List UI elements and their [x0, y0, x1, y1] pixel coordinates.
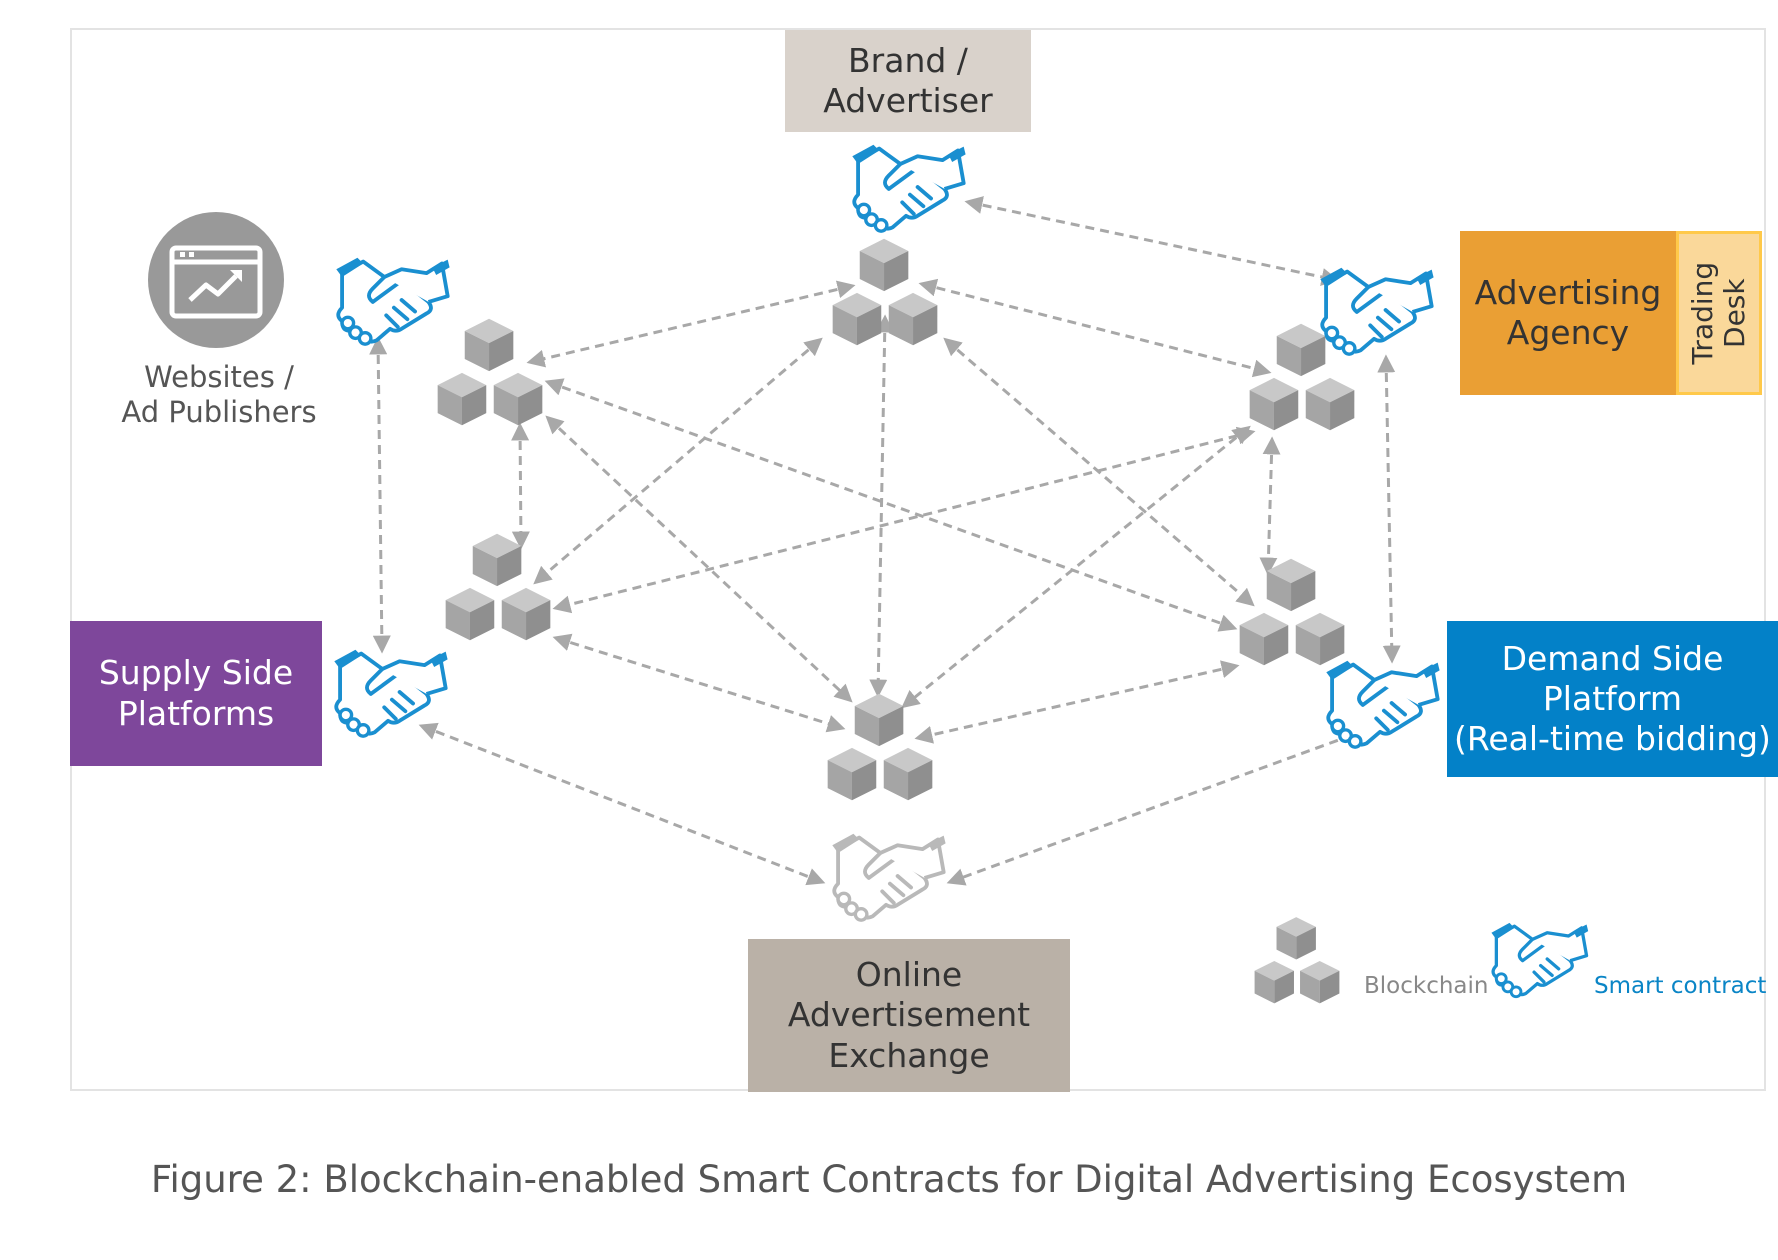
dsp-smart-contract-handshake-icon — [1324, 658, 1442, 750]
demand-side-platform-node: Demand Side Platform (Real-time bidding) — [1447, 621, 1778, 777]
connector-arrow-14 — [914, 660, 1240, 744]
legend-blockchain-label: Blockchain — [1364, 973, 1489, 999]
ad-exchange-node: Online Advertisement Exchange — [748, 939, 1070, 1092]
legend-smart-contract-label: Smart contract — [1594, 973, 1767, 999]
connector-arrow-15 — [369, 336, 391, 654]
trading-desk-node: Trading Desk — [1676, 231, 1762, 395]
agency-label: Advertising Agency — [1474, 272, 1662, 352]
connector-arrow-4 — [869, 314, 894, 698]
publisher-smart-contract-handshake-icon — [334, 255, 452, 347]
connector-arrow-1 — [964, 196, 1340, 286]
supply-side-platforms-node: Supply Side Platforms — [70, 621, 322, 766]
connector-arrow-12 — [1259, 436, 1281, 576]
website-chart-icon — [148, 212, 284, 348]
agency-smart-contract-handshake-icon — [1318, 265, 1436, 357]
legend-handshake-icon — [1489, 921, 1590, 999]
connector-arrow-8 — [545, 415, 853, 703]
blockchain-icon-tl — [438, 319, 543, 425]
publishers-label: Websites / Ad Publishers — [121, 360, 317, 430]
connector-arrow-3 — [918, 278, 1272, 378]
brand-label: Brand / Advertiser — [823, 40, 993, 120]
blockchain-icon-bot — [828, 694, 933, 800]
brand-advertiser-node: Brand / Advertiser — [785, 30, 1031, 132]
blockchain-icon-top — [833, 239, 938, 345]
connector-arrow-10 — [901, 425, 1251, 709]
connector-arrow-2 — [526, 280, 856, 368]
connector-arrow-18 — [946, 726, 1370, 886]
exchange-label: Online Advertisement Exchange — [787, 955, 1031, 1075]
advertising-agency-node: Advertising Agency — [1460, 231, 1676, 395]
legend-blockchain-icon — [1255, 917, 1340, 1003]
blockchain-icon-mr — [1240, 559, 1345, 665]
connector-arrow-16 — [1377, 354, 1401, 664]
blockchain-icon-ml — [446, 534, 551, 640]
trading-desk-label: Trading Desk — [1685, 261, 1752, 365]
connector-group — [369, 196, 1401, 886]
ssp-label: Supply Side Platforms — [98, 653, 294, 733]
connector-arrow-13 — [552, 633, 846, 733]
connector-arrow-5 — [533, 337, 823, 585]
brand-smart-contract-handshake-icon — [850, 142, 968, 234]
dsp-label: Demand Side Platform (Real-time bidding) — [1454, 638, 1771, 759]
connector-arrow-9 — [552, 426, 1256, 614]
blockchain-node-group — [438, 239, 1355, 800]
figure-caption: Figure 2: Blockchain-enabled Smart Contr… — [150, 1158, 1628, 1201]
exchange-smart-contract-handshake-icon — [830, 831, 948, 923]
connector-arrow-11 — [511, 422, 530, 550]
connector-arrow-17 — [418, 722, 826, 886]
ssp-smart-contract-handshake-icon — [332, 647, 450, 739]
connector-arrow-7 — [544, 378, 1238, 632]
